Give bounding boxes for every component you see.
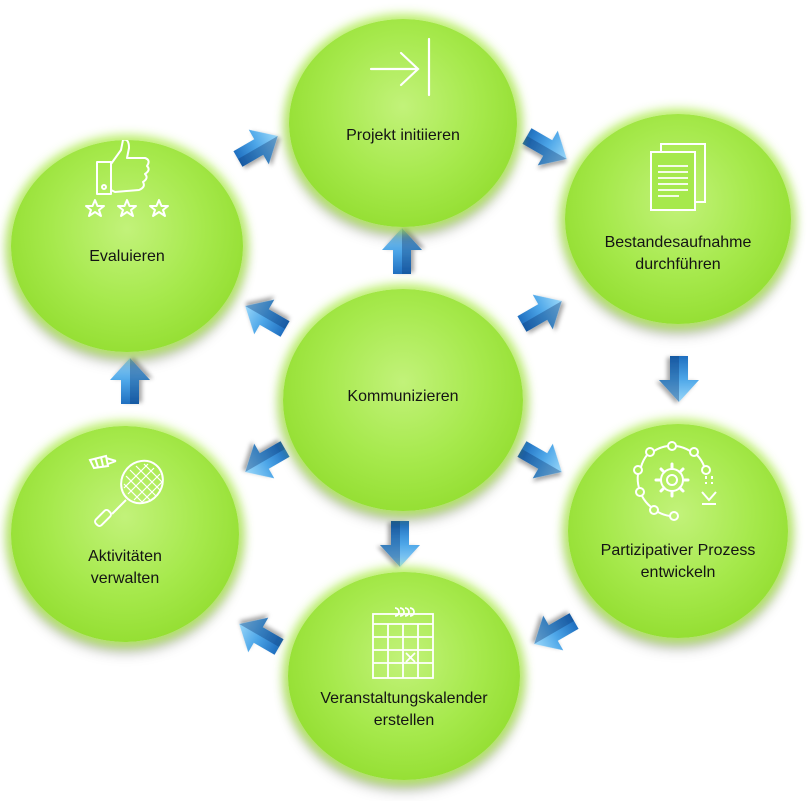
node-projekt-initiieren: Projekt initiieren <box>289 19 517 227</box>
node-partizipativer-prozess: Partizipativer Prozess entwickeln <box>568 424 788 638</box>
node-label-kalender: Veranstaltungskalender erstellen <box>320 690 488 729</box>
arrow-center-to-projekt <box>382 228 422 274</box>
badminton-icon <box>88 454 164 527</box>
center-node: Kommunizieren <box>283 289 523 511</box>
arrow-kalender-to-aktivitaeten <box>239 617 284 655</box>
node-bestandesaufnahme: Bestandesaufnahme durchführen <box>565 114 791 324</box>
thumbs-up-stars-icon <box>85 140 169 217</box>
node-label-projekt: Projekt initiieren <box>346 127 460 144</box>
arrow-center-to-evaluieren <box>245 299 290 337</box>
node-label-evaluieren: Evaluieren <box>89 248 165 265</box>
arrow-evaluieren-to-projekt <box>233 129 278 167</box>
arrow-aktivitaeten-to-evaluieren <box>110 358 150 404</box>
arrow-center-to-prozess <box>517 441 562 479</box>
arrow-center-to-kalender <box>380 521 420 567</box>
process-cycle-icon <box>633 441 717 521</box>
node-label-prozess: Partizipativer Prozess entwickeln <box>600 542 756 581</box>
node-label-bestand: Bestandesaufnahme durchführen <box>604 234 752 273</box>
documents-icon <box>650 143 706 211</box>
node-evaluieren: Evaluieren <box>11 140 243 352</box>
arrow-to-bar-icon <box>369 37 431 97</box>
center-label: Kommunizieren <box>347 388 459 405</box>
arrow-center-to-bestand <box>517 294 562 332</box>
arrow-bestand-to-prozess <box>659 356 699 402</box>
arrow-center-to-aktivitaeten <box>245 441 290 479</box>
node-label-aktivitaeten: Aktivitäten verwalten <box>88 548 162 587</box>
arrow-prozess-to-kalender <box>534 613 579 651</box>
arrow-projekt-to-bestand <box>522 128 567 166</box>
node-veranstaltungskalender: Veranstaltungskalender erstellen <box>288 572 520 780</box>
node-aktivitaeten-verwalten: Aktivitäten verwalten <box>11 426 239 642</box>
calendar-icon <box>372 607 434 679</box>
